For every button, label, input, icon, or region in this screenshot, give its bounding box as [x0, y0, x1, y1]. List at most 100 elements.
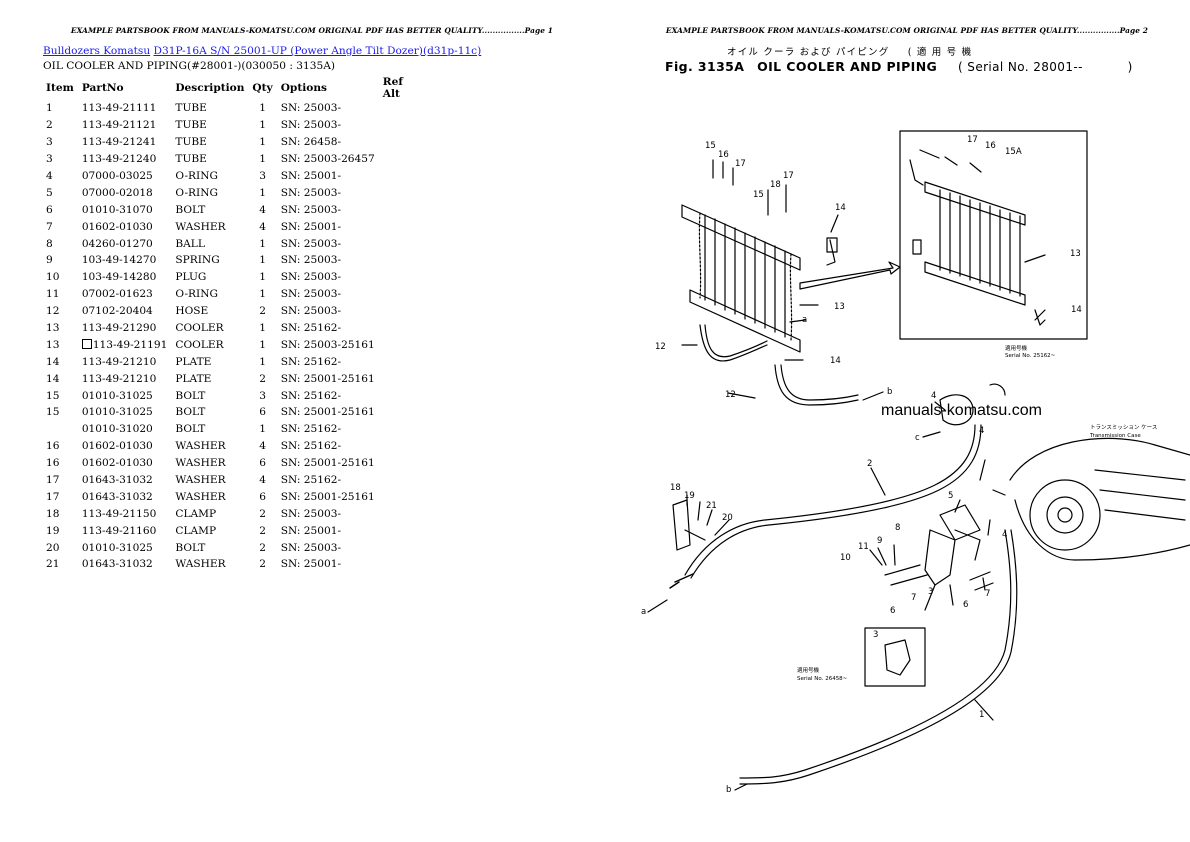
callout-c: c	[915, 433, 920, 443]
callout-4c: 4	[1002, 530, 1007, 540]
figure-jp-serial: ( 適 用 号 機	[907, 47, 973, 58]
callout-20: 20	[722, 513, 733, 523]
cell-item: 21	[46, 558, 60, 571]
table-header-row: Item PartNo Description Qty Options Ref …	[42, 76, 427, 100]
cell-partno: 113-49-21191	[78, 336, 172, 353]
cell-qty: 4	[259, 220, 266, 233]
cell-options: SN: 25162-	[280, 423, 342, 436]
callout-10: 10	[840, 553, 851, 563]
cell-item: 3	[46, 153, 53, 166]
callout-18b: 18	[670, 483, 681, 493]
callout-12b: 12	[725, 390, 736, 400]
cell-options: SN: 25162-	[280, 355, 342, 368]
cell-ref-alt	[379, 472, 427, 489]
cell-options: SN: 25162-	[280, 474, 342, 487]
hose-12-upper	[699, 324, 768, 362]
cell-qty: 1	[259, 338, 266, 351]
cell-partno: 01602-01030	[81, 440, 153, 453]
cell-options: SN: 25001-	[280, 170, 342, 182]
cell-ref-alt	[379, 252, 427, 269]
breadcrumb-link-bulldozers[interactable]: Bulldozers Komatsu	[43, 45, 151, 57]
cell-ref-alt	[379, 184, 427, 201]
cell-options: SN: 25003-	[280, 254, 342, 267]
cell-options: SN: 25003-	[280, 541, 342, 554]
cell-description: BOLT	[175, 423, 206, 436]
cell-item: 15	[46, 406, 60, 419]
cell-description: BALL	[175, 237, 205, 250]
cell-description: TUBE	[175, 153, 207, 166]
cell-options: SN: 25001-	[280, 220, 342, 233]
callout-3b: 3	[873, 630, 878, 640]
callout-17: 17	[735, 159, 746, 169]
figure-title-japanese: オイル クーラ および パイピング ( 適 用 号 機	[727, 44, 1133, 58]
cell-ref-alt	[379, 353, 427, 370]
cell-partno: 07000-02018	[81, 186, 153, 199]
cell-partno: 01010-31025	[81, 541, 153, 554]
cell-partno: 01010-31020	[81, 423, 153, 436]
column-header-description: Description	[175, 82, 245, 94]
callout-16b: 16	[985, 141, 996, 151]
cell-description: WASHER	[175, 490, 226, 503]
breadcrumb: Bulldozers Komatsu D31P-16A S/N 25001-UP…	[43, 45, 481, 57]
cell-ref-alt	[379, 151, 427, 168]
cell-options: SN: 25001-25161	[280, 406, 375, 419]
cell-qty: 1	[259, 254, 266, 267]
breadcrumb-link-model[interactable]: D31P-16A S/N 25001-UP (Power Angle Tilt …	[153, 45, 482, 57]
cell-ref-alt	[379, 286, 427, 303]
cell-description: CLAMP	[175, 524, 217, 537]
cell-item: 11	[46, 288, 60, 301]
cell-partno: 01010-31070	[81, 203, 153, 216]
cell-item: 14	[46, 355, 60, 368]
column-header-ref-alt: Ref Alt	[382, 76, 403, 100]
cell-partno: 113-49-21160	[81, 524, 157, 537]
cell-partno: 113-49-21210	[81, 372, 157, 385]
callout-2: 2	[867, 459, 872, 469]
cell-item: 15	[46, 389, 60, 402]
cell-partno: 07102-20404	[81, 305, 153, 318]
callout-1: 1	[979, 710, 984, 720]
callout-16: 16	[718, 150, 729, 160]
cell-ref-alt	[379, 117, 427, 134]
callout-14b: 14	[830, 356, 841, 366]
diagram-notes: 適用号機 Serial No. 25162~ 適用号機 Serial No. 2…	[797, 344, 1157, 682]
cell-item: 13	[46, 338, 60, 351]
cell-ref-alt	[379, 404, 427, 421]
column-header-qty: Qty	[252, 82, 273, 94]
tube-1	[739, 529, 1012, 779]
cell-ref-alt	[379, 168, 427, 185]
callout-13b: 13	[1070, 249, 1081, 259]
cell-qty: 4	[259, 440, 266, 453]
cell-options: SN: 25162-	[280, 322, 342, 335]
cell-qty: 4	[259, 203, 266, 216]
cell-description: BOLT	[175, 406, 206, 419]
cell-qty: 1	[259, 355, 266, 368]
figure-title-english: Fig. 3135A OIL COOLER AND PIPING ( Seria…	[665, 59, 1133, 74]
cell-options: SN: 25003-	[280, 237, 342, 250]
cell-description: COOLER	[175, 322, 224, 335]
cell-item: 1	[46, 102, 53, 115]
cell-ref-alt	[379, 421, 427, 438]
cell-ref-alt	[379, 505, 427, 522]
cell-qty: 2	[259, 507, 266, 520]
column-header-item: Item	[46, 82, 74, 94]
cell-options: SN: 25003-	[280, 119, 342, 132]
cell-description: TUBE	[175, 119, 207, 132]
cell-partno: 113-49-21290	[81, 322, 157, 335]
cell-qty: 1	[259, 153, 266, 166]
cell-options: SN: 25001-	[280, 558, 342, 571]
cell-options: SN: 25003-26457	[280, 153, 375, 166]
cell-qty: 1	[259, 136, 266, 149]
callout-15a: 15A	[1005, 147, 1022, 157]
callout-8: 8	[895, 523, 900, 533]
